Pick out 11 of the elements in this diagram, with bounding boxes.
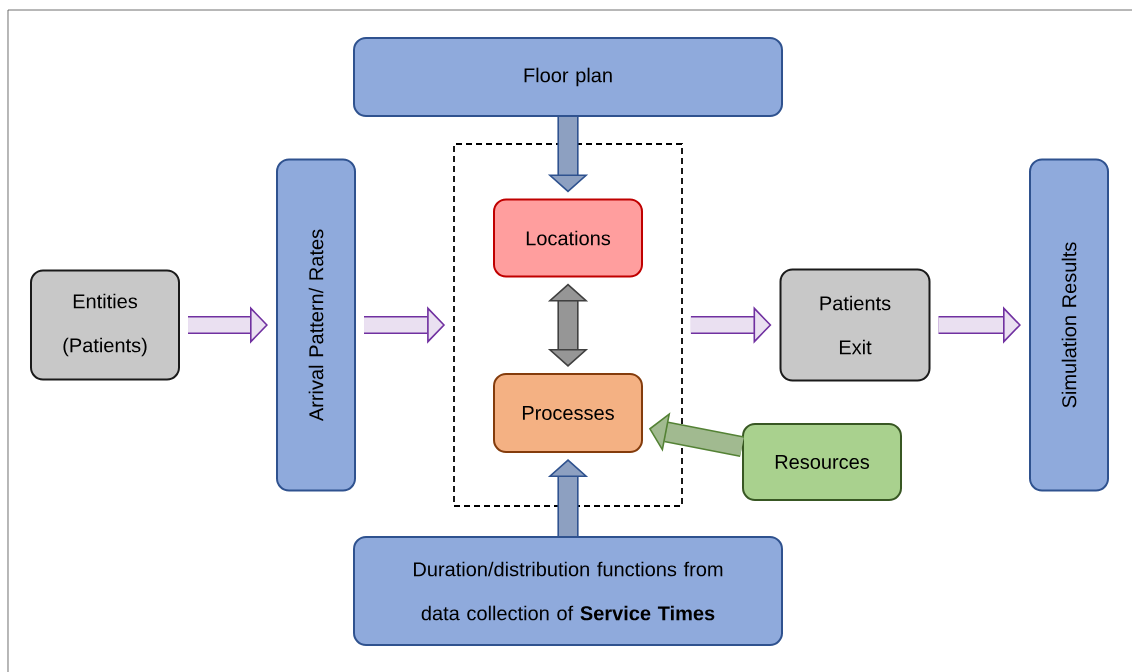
output-box: Simulation Results: [1029, 158, 1109, 492]
exit-box: Patients Exit: [779, 268, 931, 382]
process-box: Processes: [493, 373, 643, 453]
input-box: Arrival Pattern/ Rates: [276, 158, 356, 492]
resource-box: Resources: [742, 423, 902, 501]
entity-box: Entities (Patients): [30, 269, 180, 381]
block-arrow: [547, 283, 589, 367]
input-box: Floor plan: [353, 37, 783, 117]
model-boundary: [453, 143, 683, 507]
input-box: Duration/distribution functions from data collection of Service Times: [353, 536, 783, 646]
process-box: Locations: [493, 198, 643, 278]
